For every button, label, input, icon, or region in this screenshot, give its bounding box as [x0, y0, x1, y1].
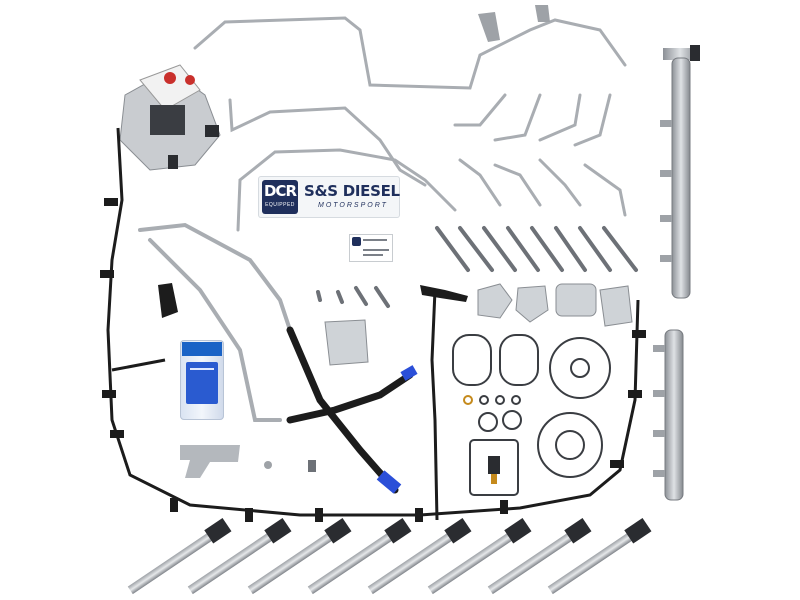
dcr-logo-text: DCR: [263, 182, 297, 200]
card-text-line: [363, 239, 387, 241]
feed-line-hose: [138, 222, 414, 494]
flange-gaskets: [324, 283, 633, 366]
bracket: [478, 12, 500, 42]
card-text-line: [363, 254, 383, 256]
high-pressure-pump: [119, 64, 221, 171]
brand-sticker: DCR EQUIPPED S&S DIESEL MOTORSPORT: [258, 176, 400, 218]
blue-fitting: [376, 365, 418, 494]
card-text-line: [363, 249, 389, 251]
dcr-logo-subtext: EQUIPPED: [265, 202, 295, 208]
injectors: [127, 517, 652, 595]
metal-bracket: [180, 445, 240, 478]
packet-label: [190, 368, 214, 370]
bracket: [535, 5, 550, 22]
fitting: [264, 461, 272, 469]
pressure-sensor: [488, 456, 500, 484]
harness-tees: [100, 198, 646, 522]
lubricant-packet: [180, 340, 224, 420]
card-logo-icon: [352, 237, 361, 246]
brand-name: S&S DIESEL: [304, 182, 400, 200]
clip: [158, 283, 178, 318]
dcr-logo: DCR EQUIPPED: [262, 180, 298, 214]
gaskets-seals: [452, 334, 611, 496]
fuel-rail: [653, 45, 700, 501]
fitting: [308, 460, 316, 472]
steel-fuel-lines: [193, 16, 627, 232]
fitting: [420, 285, 468, 302]
info-card: [349, 234, 393, 262]
packet-header: [182, 342, 222, 356]
bolts: [316, 226, 638, 308]
brand-tagline: MOTORSPORT: [318, 202, 388, 209]
